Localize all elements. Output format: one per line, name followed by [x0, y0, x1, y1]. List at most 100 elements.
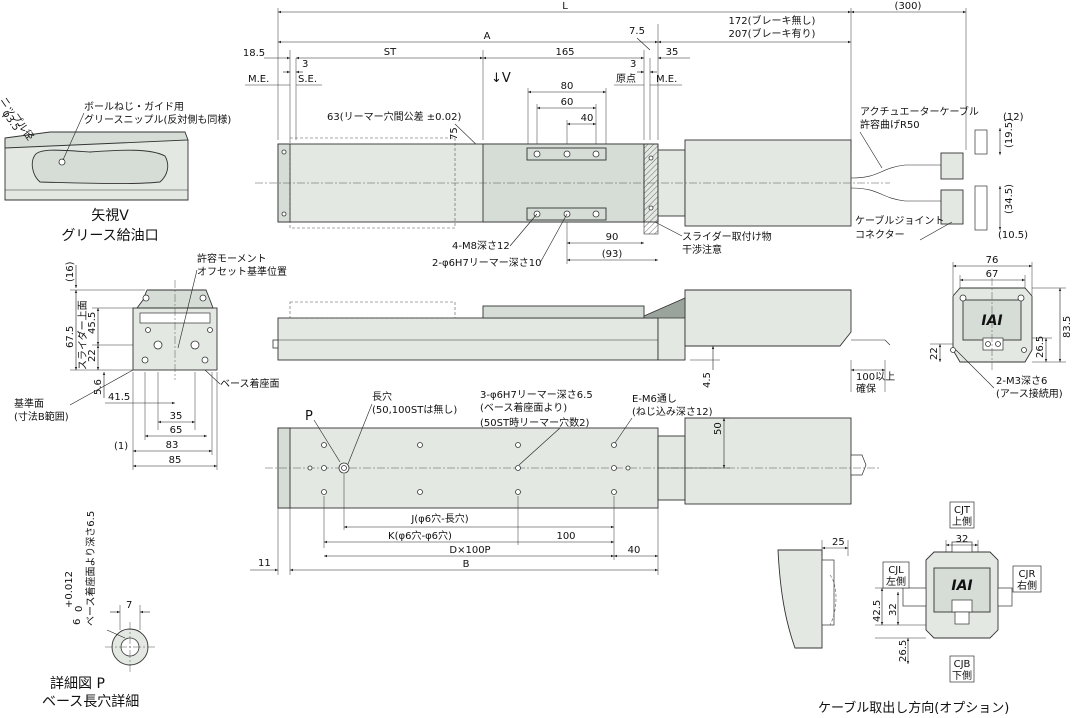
dim-25: 25	[832, 537, 845, 548]
note-m3-1: 2-M3深さ6	[996, 375, 1047, 387]
dim-k: K(φ6穴-φ6穴)	[388, 529, 452, 542]
dim-65: 65	[170, 425, 183, 436]
end-screw-6	[201, 356, 209, 364]
dim-18-5: 18.5	[243, 48, 265, 59]
dim-76: 76	[986, 255, 999, 266]
reamer-hole-1	[563, 150, 571, 158]
cap-screw-1	[281, 149, 287, 155]
motor-screw-2	[1017, 294, 1025, 302]
label-me-left: M.E.	[248, 74, 269, 85]
dim-d: D×100P	[449, 545, 490, 556]
dim-19-5: (19.5)	[1004, 118, 1015, 148]
motor-screw-1	[959, 294, 967, 302]
dim-j: J(φ6穴-長穴)	[410, 512, 468, 525]
cable-end-exit	[954, 611, 970, 625]
m6-hole-5	[515, 442, 521, 448]
grease-pocket	[31, 149, 169, 185]
end-screw-7	[145, 327, 151, 333]
dim-26-5-cable: 26.5	[898, 640, 909, 662]
note-slot-2: (50,100STは無し)	[372, 403, 457, 416]
note-3h7-3: (50ST時リーマー穴数2)	[480, 416, 589, 429]
m6-hole-4	[417, 489, 423, 495]
dim-83-5: 83.5	[1062, 316, 1073, 338]
dim-63-note: 63(リーマー穴間公差 ±0.02)	[327, 110, 461, 123]
view-v-caption-2: グリース給油口	[61, 228, 158, 244]
dim-32-v: 32	[888, 603, 899, 616]
cjl-label: 左側	[886, 575, 906, 588]
dim-207: 207(ブレーキ有り)	[729, 27, 816, 40]
dim-42-5: 42.5	[872, 600, 883, 622]
cable-side-path	[829, 574, 837, 626]
note-100-1: 100以上	[856, 371, 895, 383]
dim-172: 172(ブレーキ無し)	[729, 14, 816, 27]
dim-32: 32	[956, 534, 969, 545]
cjr-box	[1012, 565, 1042, 593]
dim-75: 75	[449, 127, 460, 140]
note-joint-2: コネクター	[855, 229, 905, 241]
cjb-code: CJB	[954, 659, 971, 670]
dim-40: 40	[581, 113, 594, 124]
end-screw-5	[141, 356, 149, 364]
dim-16: (16)	[65, 261, 76, 282]
note-3h7-1: 3-φ6H7リーマー深さ6.5	[480, 389, 593, 401]
top-view: L (300) A 172(ブレーキ無し) 207(ブレーキ有り) 18.5 S…	[243, 1, 1028, 269]
cable-option-caption: ケーブル取出し方向(オプション)	[818, 700, 1009, 716]
dim-10-5: (10.5)	[998, 230, 1028, 241]
dim-1: (1)	[114, 441, 128, 452]
tol-upper: +0.012	[64, 571, 75, 608]
dim-6: 6	[72, 619, 83, 625]
note-cable-1: アクチュエーターケーブル	[860, 105, 979, 118]
bracket-screw-1	[648, 155, 654, 161]
dim-90: 90	[606, 232, 619, 243]
dim-35: 35	[666, 47, 679, 58]
m8-hole-4	[592, 210, 600, 218]
note-em6-2: (ねじ込み深さ12)	[632, 406, 713, 418]
note-cable-2: 許容曲げR50	[860, 118, 920, 131]
motor-housing-top	[684, 139, 852, 227]
side-view: 100以上 確保 4.5	[272, 289, 895, 395]
bottom-cable-gland	[850, 454, 867, 476]
dim-100: 100	[556, 531, 575, 542]
dim-26-5: 26.5	[1035, 336, 1046, 358]
note-depth: ベース着座面より深さ6.5	[84, 511, 97, 626]
cable-connector-lower	[940, 189, 964, 225]
dim-3-left: 3	[302, 59, 308, 70]
note-base-face: ベース着座面	[220, 377, 280, 390]
m6-hole-3	[417, 442, 423, 448]
dim-3-right: 3	[630, 59, 636, 70]
note-slider-2: 干渉注意	[682, 243, 722, 256]
dim-b: B	[463, 559, 470, 570]
view-v: φ3.5 ニップル径 ボールねじ・ガイド用 グリースニップル(反対側も同様) 矢…	[0, 94, 231, 244]
dim-85: 85	[169, 455, 182, 466]
dim-5-6: 5.6	[93, 379, 104, 395]
note-joint-1: ケーブルジョイント	[855, 214, 944, 227]
view-v-top-edge	[4, 131, 189, 149]
dim-41-5: 41.5	[108, 392, 130, 403]
dim-22: 22	[87, 349, 98, 362]
terminal-screw-1	[985, 341, 991, 347]
motor-end-view: IAI 76 67 83.5 26.5 22 2-M3深さ6 (アース接続用)	[929, 255, 1073, 400]
terminal-screw-2	[995, 341, 1001, 347]
tol-lower: 0	[74, 606, 85, 612]
dim-7: 7	[126, 600, 132, 611]
end-screw-2	[199, 294, 207, 302]
cable-exit-left	[902, 587, 927, 607]
cable-line-2	[850, 187, 950, 202]
cjt-box	[949, 501, 975, 529]
side-base	[277, 317, 659, 361]
detail-p-caption-1: 詳細図 P	[50, 676, 105, 692]
end-screw-4	[190, 340, 200, 350]
cjr-code: CJR	[1019, 569, 1036, 580]
cable-connector-upper	[940, 152, 964, 180]
m8-hole-2	[592, 150, 600, 158]
motor-screw-3	[950, 347, 956, 353]
dim-67-5: 67.5	[65, 326, 76, 348]
dim-st: ST	[384, 47, 397, 58]
base-slot-inner	[341, 465, 347, 471]
side-coupling	[657, 311, 686, 361]
reamer-base-3	[611, 465, 617, 471]
m6-hole-1	[321, 442, 327, 448]
connector-end-lower	[974, 185, 988, 231]
bottom-small-hole-1	[307, 465, 313, 471]
grease-nipple	[58, 158, 66, 166]
